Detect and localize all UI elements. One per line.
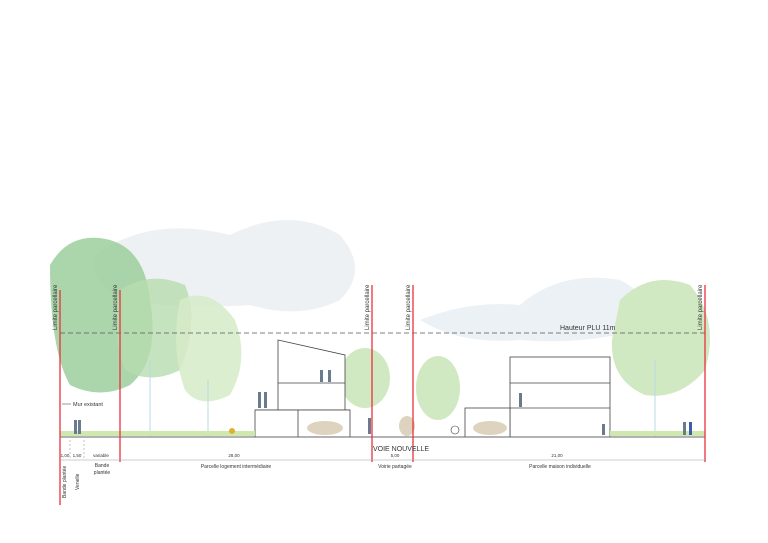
trees-left <box>50 237 242 437</box>
people <box>74 370 692 435</box>
limite-label: Limite parcellaire <box>365 284 371 330</box>
plu-height-label: Hauteur PLU 11m <box>560 325 616 332</box>
limite-label: Limite parcellaire <box>53 284 59 330</box>
dim-value: 21,00 <box>551 453 563 458</box>
dim-value: 1,50 <box>73 453 82 458</box>
limite-label: Limite parcellaire <box>113 284 119 330</box>
shadow-cloud-right <box>420 277 647 342</box>
building-logement-intermediaire <box>254 339 351 438</box>
zone-label: Bande plantée <box>62 466 68 498</box>
car <box>399 416 415 436</box>
zone-label: Venelle <box>75 473 81 490</box>
limite-label: Limite parcellaire <box>698 284 704 330</box>
grass <box>610 431 705 436</box>
dim-value: 5,00 <box>391 453 400 458</box>
zone-label: Parcelle logement intermédiaire <box>201 464 272 470</box>
dim-value: 28,00 <box>228 453 240 458</box>
limit-lines <box>59 285 706 505</box>
car <box>473 421 507 435</box>
limite-label: Limite parcellaire <box>406 284 412 330</box>
zone-label: Parcelle maison individuelle <box>529 464 591 470</box>
zone-label: plantée <box>94 470 111 476</box>
tree-right <box>611 280 710 437</box>
car <box>307 421 343 435</box>
mur-existant-label: Mur existant <box>73 402 103 408</box>
zone-label: Voirie partagée <box>378 464 412 470</box>
dim-value: 1,00 <box>61 453 70 458</box>
dim-value: variable <box>93 453 109 458</box>
zone-label: Bande <box>95 463 110 469</box>
grass <box>60 431 255 436</box>
voie-nouvelle-label: VOIE NOUVELLE <box>373 446 429 453</box>
trees-middle <box>340 348 460 420</box>
